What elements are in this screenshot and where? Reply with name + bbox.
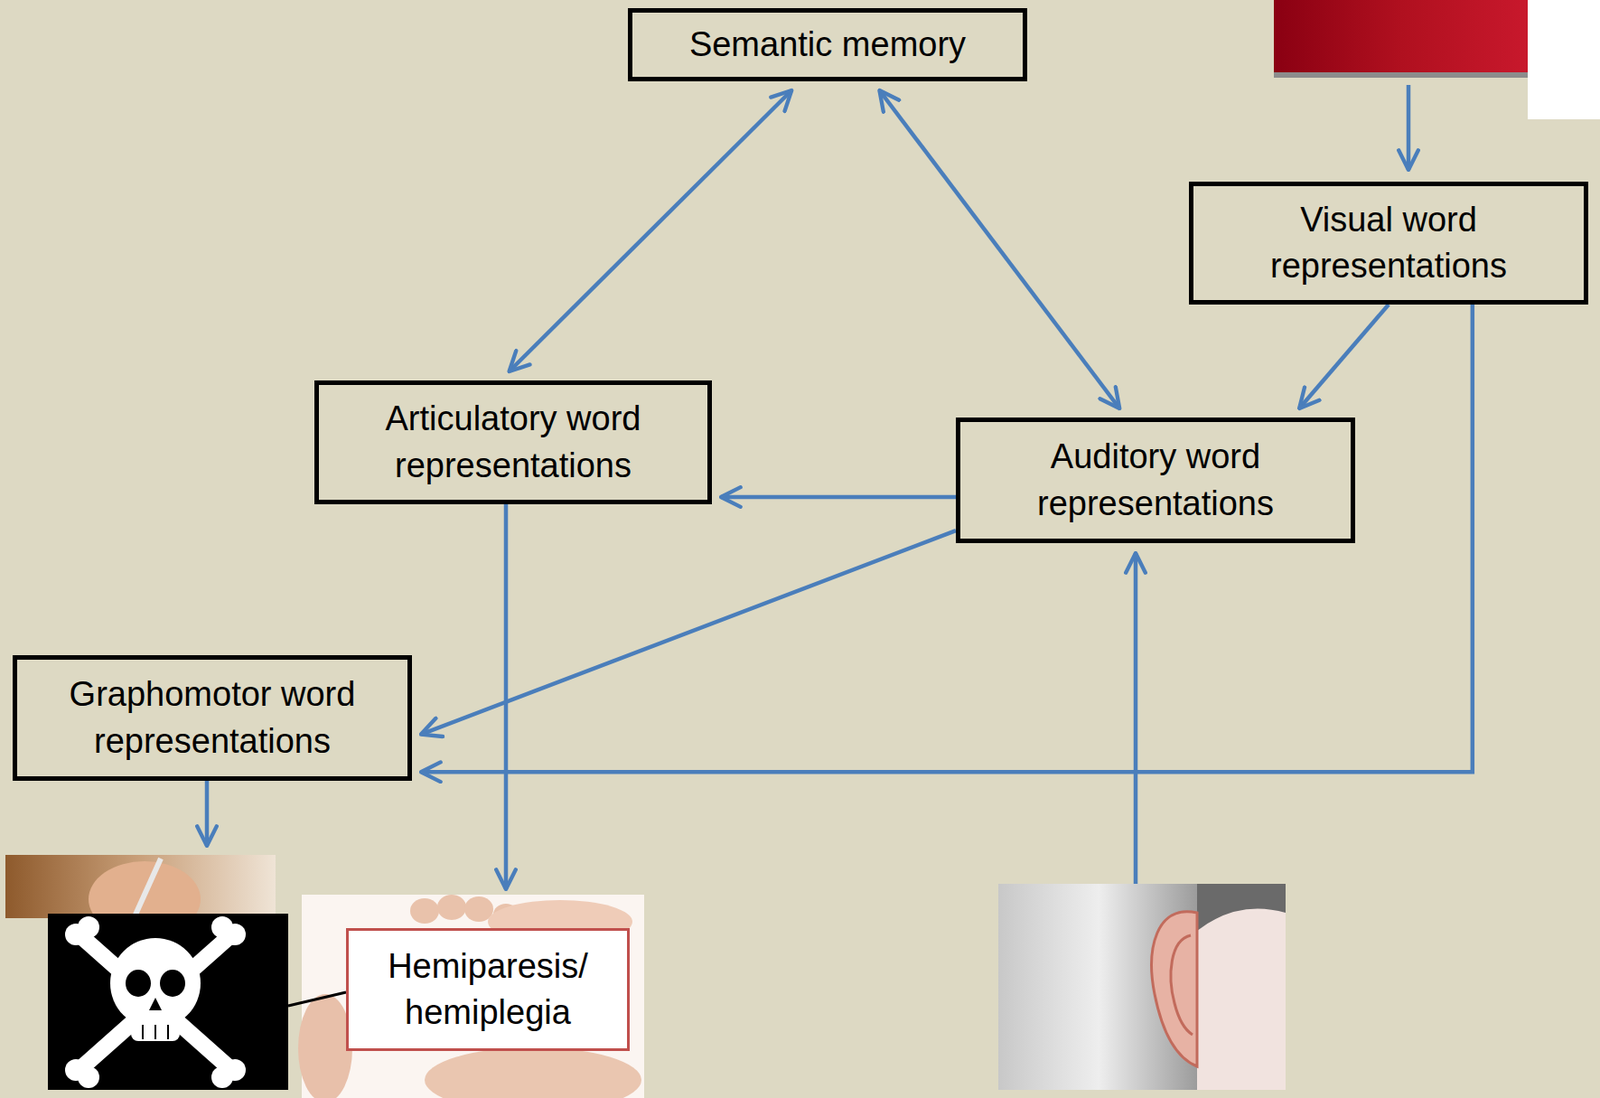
bone-knob (211, 1066, 234, 1088)
skull-tooth (154, 1024, 157, 1039)
ear-photo (998, 883, 1286, 1090)
bone-knob (77, 1066, 100, 1088)
symptom-box: Hemiparesis/ hemiplegia (346, 927, 630, 1051)
box-label: Auditory word representations (973, 433, 1339, 527)
process-box: Articulatory word representations (314, 380, 712, 505)
connector-arrow (509, 90, 793, 372)
connector-arrow (421, 304, 1473, 772)
connector-arrow (421, 530, 956, 734)
connector-arrow (720, 495, 956, 500)
ear-fold (1170, 935, 1193, 1035)
box-label: Semantic memory (689, 21, 966, 68)
process-box: Visual word representations (1188, 181, 1589, 305)
toe-shape (410, 898, 440, 924)
connector-arrow (1299, 304, 1389, 409)
foot-shape (424, 1047, 642, 1098)
connector-arrow (879, 90, 1120, 409)
memory-box: Semantic memory (627, 8, 1028, 82)
foot-shape (298, 993, 353, 1098)
skull-nose (149, 997, 162, 1011)
bone-knob (211, 916, 234, 938)
skull-jaw (130, 1010, 180, 1041)
process-box: Auditory word representations (955, 417, 1356, 543)
book-photo (1273, 0, 1528, 75)
input-arrow (1133, 552, 1139, 884)
output-arrow (504, 504, 509, 889)
face-shape (1197, 883, 1286, 1090)
toe-shape (464, 896, 494, 922)
box-label: Graphomotor word representations (29, 671, 395, 765)
skull-eye (159, 969, 186, 997)
hair-shape (1197, 883, 1286, 931)
photo-ground (1527, 0, 1600, 120)
box-label: Articulatory word representations (331, 395, 695, 489)
pen-shape (135, 858, 161, 915)
toe-shape (437, 894, 467, 920)
bone-shape (83, 937, 228, 1067)
skull-tooth (167, 1024, 169, 1039)
bone-shape (83, 937, 228, 1067)
leader-line (288, 991, 347, 1006)
skull-symbol (47, 913, 289, 1090)
skull-eye (125, 969, 151, 997)
book-edge (1273, 72, 1528, 78)
output-arrow (205, 780, 210, 846)
skull-tooth (141, 1024, 144, 1039)
bone-knob (77, 916, 100, 938)
box-label: Hemiparesis/ hemiplegia (361, 943, 615, 1037)
ear-shape (1151, 911, 1198, 1067)
input-arrow (1406, 84, 1412, 170)
process-box: Graphomotor word representations (12, 654, 412, 781)
box-label: Visual word representations (1206, 196, 1572, 291)
